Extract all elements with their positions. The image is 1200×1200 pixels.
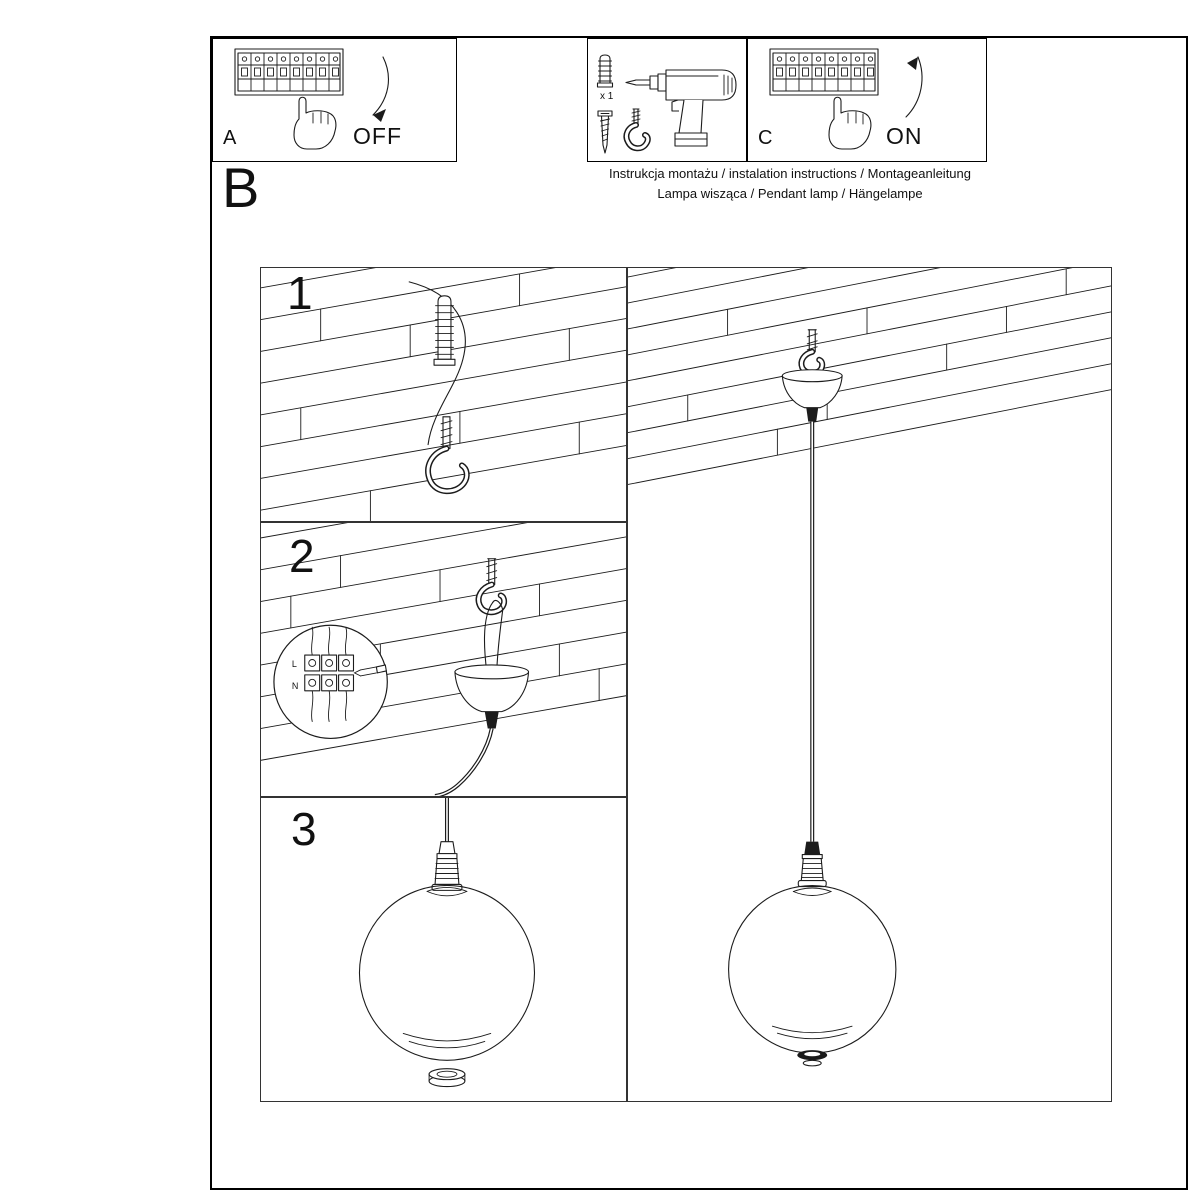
ceiling-planks bbox=[628, 268, 1111, 485]
cable bbox=[434, 728, 494, 796]
screwdriver-icon bbox=[353, 664, 387, 677]
breaker-on-illustration bbox=[769, 48, 923, 150]
step-1-illustration bbox=[261, 268, 626, 521]
step-1-panel: 1 bbox=[260, 267, 627, 522]
ceiling-planks bbox=[261, 523, 626, 761]
step-3-number: 3 bbox=[291, 803, 317, 855]
step-1-number: 1 bbox=[287, 267, 313, 319]
tools-illustration bbox=[596, 54, 737, 154]
breaker-panel-icon bbox=[769, 48, 879, 96]
wire-n-label: N bbox=[292, 681, 298, 691]
instructions-line2: Lampa wisząca / Pendant lamp / Hängelamp… bbox=[657, 186, 923, 202]
on-arrow-icon bbox=[905, 56, 923, 118]
lamp-socket bbox=[431, 841, 463, 891]
strain-relief bbox=[806, 407, 819, 422]
panel-c-power-on: C ON bbox=[747, 38, 987, 162]
wall-plug-icon bbox=[433, 295, 456, 366]
step-2-illustration: L N bbox=[261, 523, 626, 796]
step-3-illustration bbox=[358, 798, 536, 1088]
bottom-ring bbox=[797, 1050, 828, 1067]
hook-icon bbox=[425, 416, 470, 495]
hook-icon bbox=[798, 329, 826, 377]
hook-icon bbox=[475, 558, 508, 616]
off-arrow-icon bbox=[372, 56, 389, 122]
wire-l-label: L bbox=[292, 659, 297, 669]
glass-sphere-shade bbox=[358, 884, 536, 1061]
strain-relief bbox=[484, 711, 499, 729]
hand-icon bbox=[828, 96, 872, 150]
off-label: OFF bbox=[353, 123, 402, 149]
instructions-line1: Instrukcja montażu / instalation instruc… bbox=[608, 166, 972, 181]
step-2-number: 2 bbox=[289, 530, 315, 582]
final-assembly-panel bbox=[627, 267, 1112, 1102]
anchor-count-label: x 1 bbox=[600, 91, 614, 102]
lamp-socket bbox=[797, 841, 827, 888]
terminal-block-detail: L N bbox=[273, 624, 388, 740]
panel-c-label: C bbox=[758, 127, 773, 149]
on-label: ON bbox=[886, 123, 923, 149]
breaker-off-illustration bbox=[234, 48, 389, 150]
drill-icon bbox=[625, 69, 737, 147]
panel-a-label: A bbox=[223, 127, 237, 149]
bottom-ring bbox=[428, 1068, 466, 1088]
step-3-panel: 3 bbox=[260, 797, 627, 1102]
panel-tools: x 1 bbox=[587, 38, 747, 162]
instructions-title: Instrukcja montażu / instalation instruc… bbox=[580, 164, 1000, 204]
sheet-border: A OFF bbox=[210, 36, 1188, 1190]
section-b-label: B bbox=[222, 156, 260, 219]
step-2-panel: L N 2 bbox=[260, 522, 627, 797]
canopy-illustration bbox=[781, 369, 843, 422]
hook-icon bbox=[623, 108, 651, 152]
screw-icon bbox=[597, 110, 613, 154]
hand-icon bbox=[293, 96, 337, 150]
breaker-panel-icon bbox=[234, 48, 344, 96]
panel-a-power-off: A OFF bbox=[212, 38, 457, 162]
pendant-lamp-illustration bbox=[628, 268, 1111, 1067]
canopy-illustration bbox=[434, 664, 530, 796]
glass-sphere-shade bbox=[728, 884, 897, 1054]
wall-plug-icon bbox=[596, 54, 614, 88]
